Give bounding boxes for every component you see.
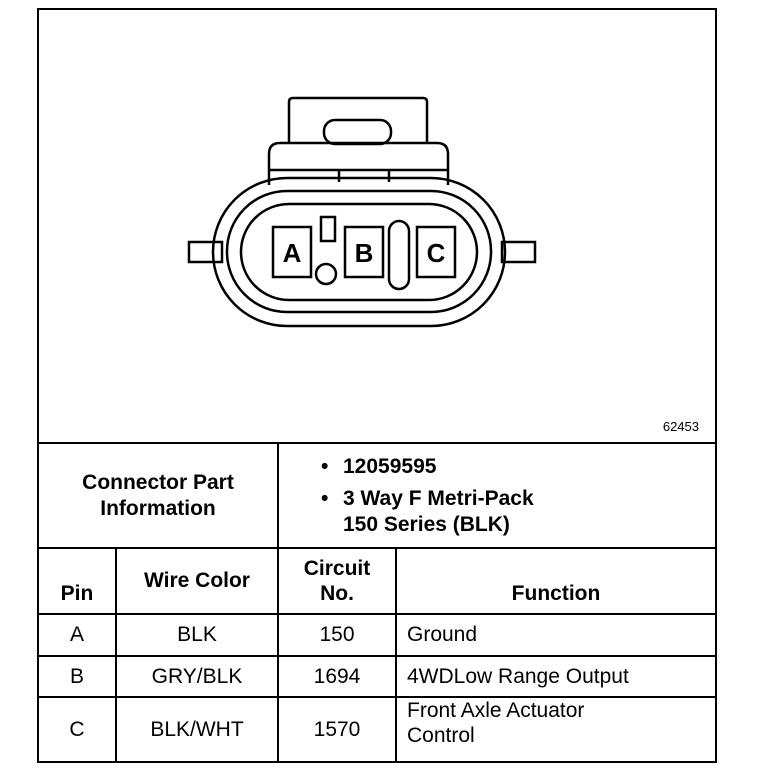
bullet-2: • <box>321 487 329 510</box>
middle-shell <box>225 189 493 314</box>
header-circuit-no: Circuit No. <box>279 549 395 613</box>
connector-info-details: • 12059595 • 3 Way F Metri-Pack 150 Seri… <box>321 454 534 538</box>
row-a-wire-color: BLK <box>177 623 217 647</box>
bullet-1: • <box>321 455 329 478</box>
description-line2: 150 Series (BLK) <box>343 513 510 536</box>
latch-outline <box>287 96 429 143</box>
header-circuit-line1: Circuit <box>303 556 371 580</box>
description: 3 Way F Metri-Pack 150 Series (BLK) <box>343 486 534 538</box>
vline-info-split <box>277 442 279 761</box>
connector-info-heading: Connector Part Information <box>39 444 277 547</box>
row-a-function: Ground <box>407 623 478 647</box>
row-c-function-line2: Control <box>407 724 475 748</box>
inner-shell <box>239 202 479 302</box>
row-b-pin: B <box>69 664 84 688</box>
row-b-function: 4WDLow Range Output <box>407 664 629 688</box>
row-b-wire-color: GRY/BLK <box>151 664 243 688</box>
key-slot <box>319 215 337 243</box>
side-tab-left <box>187 240 224 264</box>
vline-pin <box>115 547 117 761</box>
side-tab-right <box>500 240 537 264</box>
vline-circuit <box>395 547 397 761</box>
header-function: Function <box>511 582 601 606</box>
divider-row-b <box>39 696 715 698</box>
key-circle <box>314 262 338 286</box>
header-circuit-line2: No. <box>320 582 354 605</box>
outer-shell <box>211 176 507 328</box>
latch-base <box>267 141 450 185</box>
connector-frame: A B C 62453 Connector Part Information •… <box>37 8 717 763</box>
description-line1: 3 Way F Metri-Pack <box>343 487 534 510</box>
row-c-circuit: 1570 <box>313 717 361 741</box>
row-b-circuit: 1694 <box>313 664 361 688</box>
row-a-circuit: 150 <box>319 623 355 647</box>
pin-label-b: B <box>355 238 374 268</box>
divider-info <box>39 547 715 549</box>
pin-label-a: A <box>283 238 302 268</box>
polarizing-rib <box>387 219 411 291</box>
part-number: 12059595 <box>343 455 437 478</box>
row-c-function-line1: Front Axle Actuator <box>407 699 585 722</box>
description-row: • 3 Way F Metri-Pack 150 Series (BLK) <box>321 486 534 538</box>
connector-diagram: A B C <box>187 96 537 328</box>
header-wire-color: Wire Color <box>144 569 250 593</box>
cavity-c <box>415 225 457 279</box>
cavity-b <box>343 225 385 279</box>
row-c-pin: C <box>69 717 85 741</box>
row-c-wire-color: BLK/WHT <box>150 717 244 741</box>
header-pin: Pin <box>60 582 94 606</box>
divider-row-a <box>39 655 715 657</box>
divider-diagram <box>39 442 715 444</box>
latch-slot <box>322 118 393 146</box>
part-number-row: • 12059595 <box>321 454 534 480</box>
pin-label-c: C <box>427 238 446 268</box>
divider-header <box>39 613 715 615</box>
connector-info-heading-line1: Connector Part <box>82 471 234 495</box>
connector-info-heading-line2: Information <box>100 496 216 520</box>
cavity-a <box>271 225 313 279</box>
figure-id: 62453 <box>662 419 699 434</box>
row-a-pin: A <box>69 623 84 647</box>
row-c-function: Front Axle Actuator Control <box>397 698 715 761</box>
